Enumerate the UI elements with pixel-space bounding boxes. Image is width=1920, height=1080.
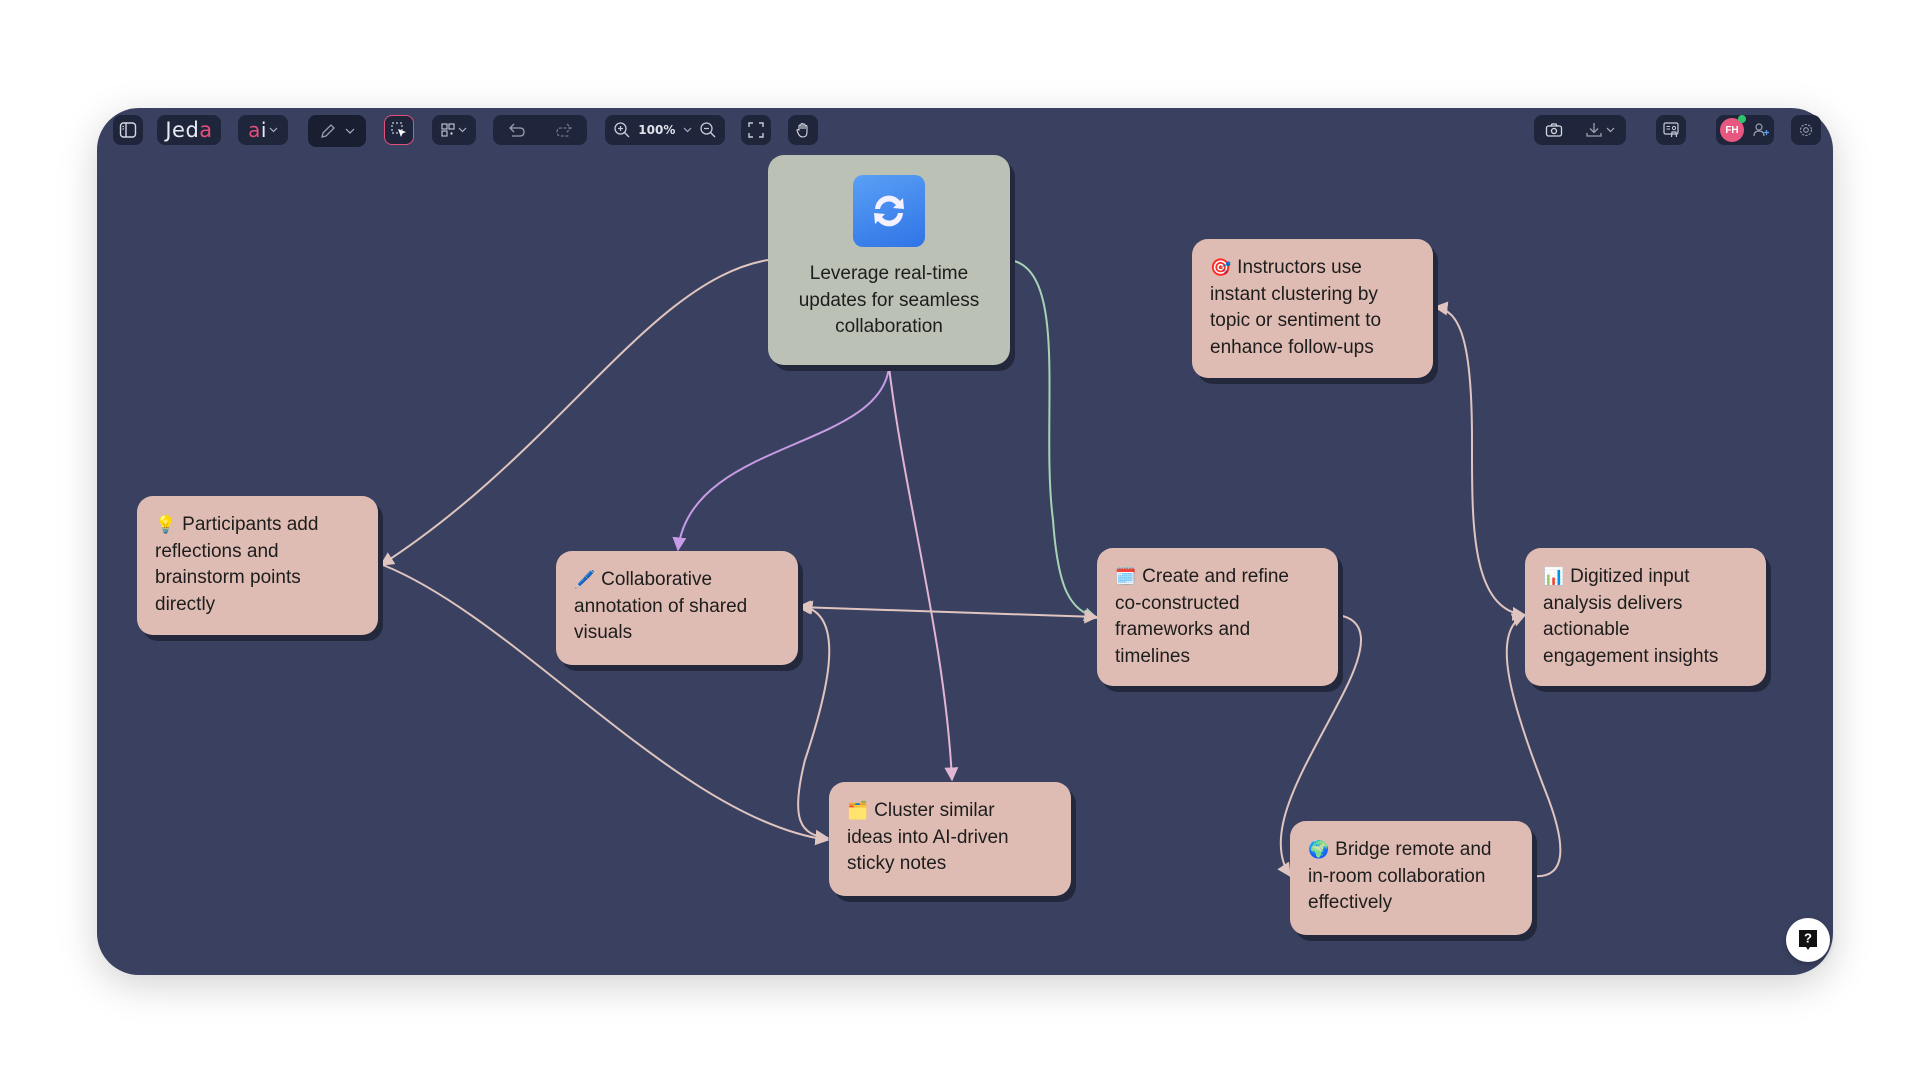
present-button[interactable] xyxy=(1656,115,1686,145)
chevron-down-icon xyxy=(683,127,692,133)
grid-icon xyxy=(441,123,455,137)
pen-icon xyxy=(321,124,335,138)
sync-icon xyxy=(853,175,925,247)
node-text: ideas into AI-driven xyxy=(847,826,1009,848)
collaborators-group: FH xyxy=(1716,115,1774,145)
node-text: annotation of shared xyxy=(574,595,748,617)
select-tool-button[interactable] xyxy=(384,115,414,145)
ai-accent: a xyxy=(248,118,261,142)
download-icon[interactable] xyxy=(1585,121,1603,139)
lightbulb-icon: 💡 xyxy=(155,515,177,534)
node-text: actionable xyxy=(1543,619,1630,640)
jeda-logo[interactable]: Jeda xyxy=(157,115,221,145)
fullscreen-icon xyxy=(748,122,764,138)
zoom-in-icon[interactable] xyxy=(613,121,631,139)
node-text: Cluster similar xyxy=(874,800,995,821)
add-user-icon[interactable] xyxy=(1752,121,1770,139)
calendar-icon: 🗓️ xyxy=(1115,567,1137,586)
logo-text: Jed xyxy=(165,118,200,142)
pen-icon: 🖊️ xyxy=(574,570,596,589)
zoom-level-dropdown[interactable]: 100% xyxy=(638,123,676,137)
user-avatar[interactable]: FH xyxy=(1720,115,1746,142)
node-text: Digitized input xyxy=(1570,566,1690,587)
node-text: topic or sentiment to xyxy=(1210,310,1382,331)
zoom-group: 100% xyxy=(605,115,725,145)
node-text: Collaborative xyxy=(601,569,713,590)
node-text: Bridge remote and xyxy=(1335,839,1492,860)
node-instructors[interactable]: 🎯 Instructors use instant clustering by t… xyxy=(1192,239,1433,378)
camera-icon[interactable] xyxy=(1545,122,1563,138)
node-text: Instructors use xyxy=(1237,257,1362,278)
node-text: timelines xyxy=(1115,645,1190,667)
chevron-down-icon xyxy=(1606,127,1615,133)
node-text: in-room collaboration xyxy=(1308,865,1486,887)
select-cursor-icon xyxy=(391,122,406,137)
presentation-icon xyxy=(1663,122,1679,138)
help-button[interactable]: ? xyxy=(1786,918,1830,962)
pen-tool-button[interactable] xyxy=(308,115,366,147)
node-cluster[interactable]: 🗂️ Cluster similar ideas into AI-driven s… xyxy=(829,782,1071,896)
ai-menu-button[interactable]: ai xyxy=(238,115,288,145)
bar-chart-icon: 📊 xyxy=(1543,567,1565,586)
node-text: directly xyxy=(155,593,216,615)
settings-button[interactable] xyxy=(1791,115,1821,145)
shapes-menu-button[interactable] xyxy=(432,115,476,145)
avatar-initials: FH xyxy=(1725,124,1739,136)
undo-icon[interactable] xyxy=(508,122,526,138)
zoom-out-icon[interactable] xyxy=(699,121,717,139)
online-status-indicator xyxy=(1738,115,1746,123)
chevron-down-icon xyxy=(269,127,278,133)
node-text: reflections and xyxy=(155,540,279,562)
svg-text:?: ? xyxy=(1804,931,1812,946)
export-group xyxy=(1534,115,1626,145)
node-create[interactable]: 🗓️ Create and refine co-constructed frame… xyxy=(1097,548,1338,686)
help-icon: ? xyxy=(1799,930,1817,950)
node-text: brainstorm points xyxy=(155,567,301,588)
node-participants[interactable]: 💡 Participants add reflections and brains… xyxy=(137,496,378,635)
gear-icon xyxy=(1799,123,1813,137)
pan-tool-button[interactable] xyxy=(788,115,818,145)
node-text: engagement insights xyxy=(1543,645,1719,667)
fit-screen-button[interactable] xyxy=(741,115,771,145)
node-text: visuals xyxy=(574,622,633,643)
node-text: frameworks and xyxy=(1115,619,1251,640)
node-text: enhance follow-ups xyxy=(1210,336,1374,358)
node-text: effectively xyxy=(1308,892,1393,913)
logo-accent: a xyxy=(199,118,213,142)
hand-icon xyxy=(796,122,808,138)
chevron-down-icon xyxy=(458,127,467,133)
node-text: analysis delivers xyxy=(1543,592,1683,614)
node-text: co-constructed xyxy=(1115,592,1240,614)
node-collaborative[interactable]: 🖊️ Collaborative annotation of shared vis… xyxy=(556,551,798,665)
ai-text: i xyxy=(260,118,267,142)
central-node-text: Leverage real-time updates for seamless … xyxy=(798,263,980,337)
central-node[interactable]: Leverage real-time updates for seamless … xyxy=(768,155,1010,365)
node-digitized[interactable]: 📊 Digitized input analysis delivers actio… xyxy=(1525,548,1766,686)
node-text: instant clustering by xyxy=(1210,283,1378,305)
node-bridge[interactable]: 🌍 Bridge remote and in-room collaboration… xyxy=(1290,821,1532,935)
sidebar-toggle-button[interactable] xyxy=(113,115,143,145)
target-icon: 🎯 xyxy=(1210,258,1232,277)
node-text: Participants add xyxy=(182,514,319,535)
node-text: sticky notes xyxy=(847,853,947,874)
redo-icon[interactable] xyxy=(555,122,573,138)
node-text: Create and refine xyxy=(1142,566,1289,587)
history-group xyxy=(493,115,587,145)
sidebar-icon xyxy=(119,122,137,138)
globe-icon: 🌍 xyxy=(1308,840,1330,859)
folder-icon: 🗂️ xyxy=(847,801,869,820)
chevron-down-icon xyxy=(345,128,355,134)
